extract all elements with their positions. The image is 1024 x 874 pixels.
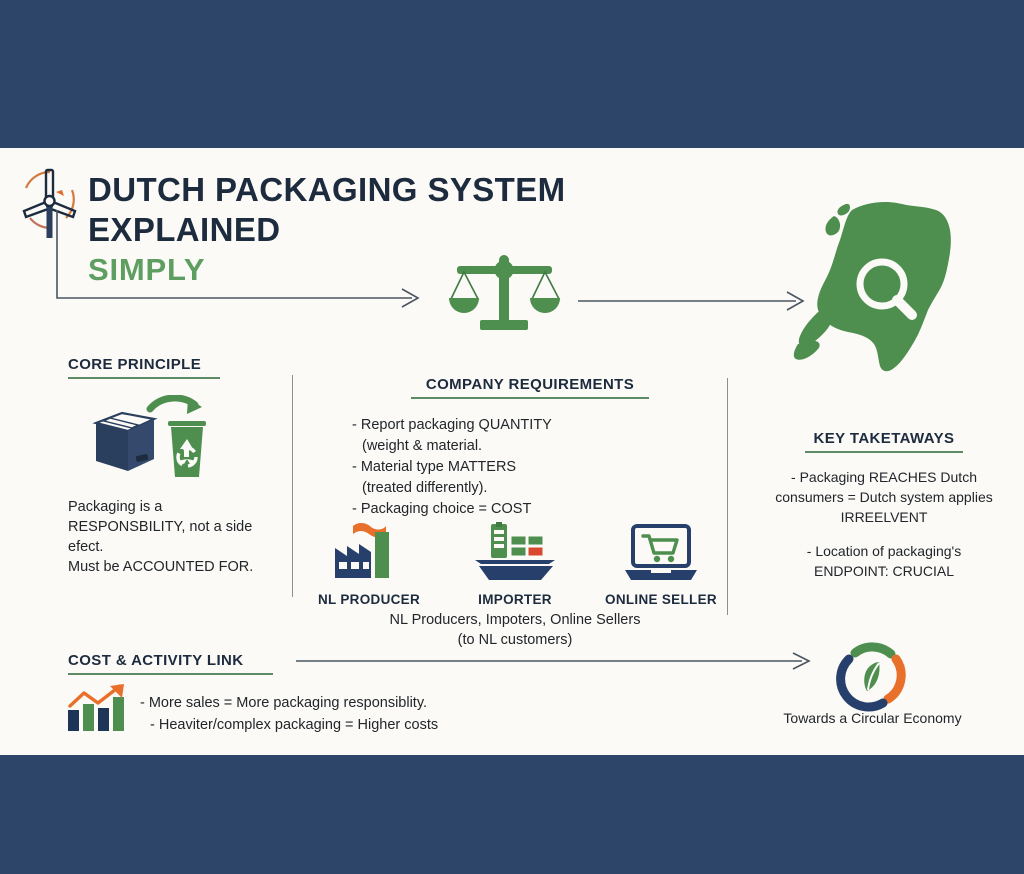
- takeaway-1-line-1: - Packaging REACHES Dutch: [791, 469, 977, 485]
- title-line-2: EXPLAINED: [88, 211, 281, 248]
- cost-activity-rule: [68, 673, 273, 675]
- magnifying-glass-icon: [892, 295, 917, 320]
- company-requirements-list: - Report packaging QUANTITY (weight & ma…: [352, 415, 730, 520]
- actor-caption: NL Producers, Impoters, Online Sellers (…: [305, 610, 725, 650]
- list-item: (treated differently).: [362, 480, 488, 496]
- actor-label: NL PRODUCER: [317, 592, 421, 607]
- cost-activity-arrow: [296, 652, 816, 670]
- list-item: - More sales = More packaging responsibl…: [140, 695, 428, 711]
- core-principle-heading: CORE PRINCIPLE: [68, 356, 202, 373]
- key-takeaways-rule: [805, 451, 963, 453]
- actor-importer: IMPORTER: [451, 522, 579, 607]
- growth-bar-chart-icon: [66, 684, 132, 732]
- cost-activity-section: COST & ACTIVITY LINK: [68, 652, 283, 675]
- divider-right: [727, 378, 728, 615]
- title-line-1: DUTCH PACKAGING SYSTEM: [88, 171, 566, 208]
- page-title: DUTCH PACKAGING SYSTEM EXPLAINED SIMPLY: [88, 170, 708, 290]
- core-principle-rule: [68, 377, 220, 379]
- box-to-recycle-bin-icon: [92, 394, 232, 483]
- list-item: - Packaging choice = COST: [352, 501, 532, 517]
- takeaway-1-line-3: IRREELVENT: [840, 509, 928, 525]
- actor-caption-line-1: NL Producers, Impoters, Online Sellers: [389, 612, 641, 628]
- flow-arrow-right: [578, 290, 810, 312]
- spacer: [760, 527, 1008, 541]
- list-item: (weight & material.: [362, 438, 483, 454]
- cargo-ship-icon: [451, 522, 579, 584]
- list-item: - Heaviter/complex packaging = Higher co…: [150, 717, 439, 733]
- company-requirements-heading: COMPANY REQUIREMENTS: [425, 376, 635, 393]
- infographic-card: DUTCH PACKAGING SYSTEM EXPLAINED SIMPLY: [0, 148, 1024, 755]
- core-principle-line-3: Must be ACCOUNTED FOR.: [68, 559, 254, 575]
- key-takeaways-section: KEY TAKETAWAYS - Packaging REACHES Dutch…: [760, 430, 1008, 581]
- actor-icon-row: NL PRODUCER IMPORTER: [305, 522, 725, 607]
- cost-activity-heading: COST & ACTIVITY LINK: [68, 652, 244, 669]
- company-requirements-section: COMPANY REQUIREMENTS - Report packaging …: [330, 376, 730, 520]
- balance-scale-icon: [447, 252, 562, 334]
- core-principle-line-1: Packaging is a: [68, 499, 163, 515]
- takeaway-2-line-2: ENDPOINT: CRUCIAL: [813, 563, 955, 579]
- netherlands-map-icon: [790, 196, 980, 386]
- takeaway-1-line-2: consumers = Dutch system applies: [775, 489, 993, 505]
- wind-turbine-icon: [16, 166, 82, 238]
- flow-arrow-left: [56, 210, 426, 310]
- list-item: - Report packaging QUANTITY: [352, 417, 552, 433]
- circular-economy-leaf-icon: [835, 640, 907, 712]
- company-requirements-rule: [411, 397, 649, 399]
- circular-economy-label: Towards a Circular Economy: [783, 710, 962, 726]
- core-principle-section: CORE PRINCIPLE Packaging is a RESPONSBIL…: [68, 356, 283, 577]
- actor-nl-producer: NL PRODUCER: [305, 522, 433, 607]
- actor-label: ONLINE SELLER: [605, 592, 717, 607]
- key-takeaways-heading: KEY TAKETAWAYS: [813, 430, 955, 447]
- core-principle-body: Packaging is a RESPONSBILITY, not a side…: [68, 497, 283, 577]
- laptop-cart-icon: [597, 522, 725, 584]
- key-takeaways-body: - Packaging REACHES Dutch consumers = Du…: [760, 467, 1008, 581]
- takeaway-2-line-1: - Location of packaging's: [806, 543, 962, 559]
- title-accent: SIMPLY: [88, 252, 206, 287]
- cost-activity-list: - More sales = More packaging responsibl…: [140, 692, 438, 736]
- factory-icon: [305, 522, 433, 584]
- actor-online-seller: ONLINE SELLER: [597, 522, 725, 607]
- list-item: - Material type MATTERS: [352, 459, 517, 475]
- core-principle-line-2: RESPONSBILITY, not a side efect.: [68, 519, 253, 555]
- actor-label: IMPORTER: [478, 592, 552, 607]
- divider-left: [292, 375, 293, 597]
- actor-caption-line-2: (to NL customers): [457, 632, 573, 648]
